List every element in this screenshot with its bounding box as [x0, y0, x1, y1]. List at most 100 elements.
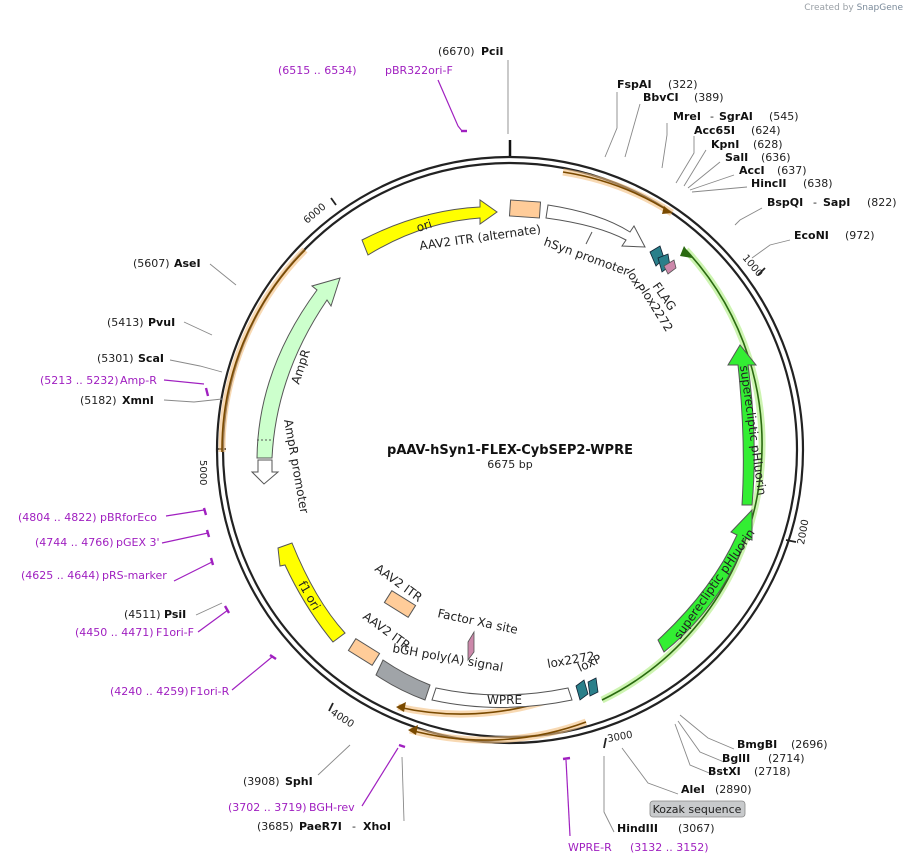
enzyme-pvui-pos: (5413) — [107, 316, 144, 329]
primer-leaders — [161, 79, 571, 837]
primer-pbr322ori-range: (6515 .. 6534) — [278, 64, 357, 77]
enzyme-sgrai-name: SgrAI — [719, 110, 753, 123]
enzyme-paer7i-sep: - — [352, 820, 356, 833]
primer-pbrforeco-name: pBRforEco — [100, 511, 157, 524]
flag-shape — [663, 259, 677, 275]
wpre-label: WPRE — [487, 693, 522, 707]
tick-2000: 2000 — [796, 519, 811, 546]
enzyme-bglii-name: BglII — [722, 752, 750, 765]
primer-f1orif-name: F1ori-F — [156, 626, 194, 639]
primer-prsmarker-name: pRS-marker — [102, 569, 167, 582]
enzyme-pvui-name: PvuI — [148, 316, 175, 329]
ori-arrow — [361, 199, 498, 256]
loxp-bot-shape — [587, 677, 599, 697]
enzyme-bstxi-pos: (2718) — [754, 765, 791, 778]
tick-5000: 5000 — [197, 460, 208, 485]
sep-arc — [600, 246, 766, 704]
kozak-badge[interactable] — [649, 800, 746, 818]
enzyme-sapi-name: SapI — [823, 196, 850, 209]
wpre-arrow — [431, 687, 573, 708]
plasmid-length: 6675 bp — [487, 458, 532, 471]
bgh-label: bGH poly(A) signal — [391, 641, 504, 674]
enzyme-bmgbi-name: BmgBI — [737, 738, 777, 751]
enzyme-acci-name: AccI — [739, 164, 765, 177]
enzyme-alei-pos: (2890) — [715, 783, 752, 796]
primer-ampr-range: (5213 .. 5232) — [40, 374, 119, 387]
enzyme-hindiii-pos: (3067) — [678, 822, 715, 835]
enzyme-hincii-name: HincII — [751, 177, 787, 190]
primer-wprer-name: WPRE-R — [568, 841, 612, 854]
enzyme-mrei-sep: - — [710, 110, 714, 123]
primer-f1orif-range: (4450 .. 4471) — [75, 626, 154, 639]
enzyme-bspqi-name: BspQI — [767, 196, 803, 209]
itr2-box — [347, 637, 381, 667]
sep2-arrow — [657, 508, 753, 653]
enzyme-mrei-pos: (545) — [769, 110, 799, 123]
itr-alt-label: AAV2 ITR (alternate) — [418, 222, 541, 253]
primer-wprer-range: (3132 .. 3152) — [630, 841, 709, 854]
snapgene-credit: Created by SnapGene — [804, 3, 903, 13]
enzyme-paer7i-pos: (3685) — [257, 820, 294, 833]
enzyme-xmni-pos: (5182) — [80, 394, 117, 407]
enzyme-bglii-pos: (2714) — [768, 752, 805, 765]
orf-arcs — [218, 168, 674, 744]
hsyn-label: hSyn promoter — [542, 235, 631, 279]
enzyme-sali-name: SalI — [725, 151, 748, 164]
enzyme-pcii-pos: (6670) — [438, 45, 475, 58]
enzyme-xmni-name: XmnI — [122, 394, 154, 407]
enzyme-acci-pos: (637) — [777, 164, 807, 177]
enzyme-asei-pos: (5607) — [133, 257, 170, 270]
primer-pgex3-range: (4744 .. 4766) — [35, 536, 114, 549]
enzyme-mrei-name: MreI — [673, 110, 701, 123]
enzyme-bbvci-pos: (389) — [694, 91, 724, 104]
primer-f1orir-name: F1ori-R — [190, 685, 230, 698]
enzyme-alei-name: AleI — [681, 783, 705, 796]
enzyme-scai-name: ScaI — [138, 352, 164, 365]
enzyme-kpni-name: KpnI — [711, 138, 739, 151]
snapgene-logo-text: SnapGene — [856, 3, 903, 13]
f1ori-label: f1 ori — [295, 579, 323, 613]
enzyme-hincii-pos: (638) — [803, 177, 833, 190]
enzyme-kpni-pos: (628) — [753, 138, 783, 151]
enzyme-sphi-pos: (3908) — [243, 775, 280, 788]
enzyme-bmgbi-pos: (2696) — [791, 738, 828, 751]
enzyme-asei-name: AseI — [174, 257, 201, 270]
primer-f1orir-range: (4240 .. 4259) — [110, 685, 189, 698]
factorxa-shape — [467, 630, 475, 662]
primer-ampr-name: Amp-R — [120, 374, 157, 387]
factorxa-label: Factor Xa site — [436, 606, 519, 637]
tick-4000: 4000 — [328, 707, 355, 730]
enzyme-xhoi-name: XhoI — [363, 820, 391, 833]
enzyme-fspai-name: FspAI — [617, 78, 652, 91]
backbone-outer — [215, 155, 805, 745]
f1ori-arrow — [277, 542, 346, 643]
primer-pgex3-name: pGEX 3' — [116, 536, 160, 549]
hsyn-arrow — [545, 204, 646, 248]
tick-1000: 1000 — [740, 253, 765, 280]
primer-bghrev-name: BGH-rev — [309, 801, 355, 814]
bgh-box — [375, 659, 431, 701]
ampr-prom-label: AmpR promoter — [281, 418, 311, 514]
enzyme-leaders — [163, 60, 791, 833]
ampr-prom-arrow — [250, 459, 280, 485]
tick-3000: 3000 — [607, 730, 634, 745]
enzyme-sphi-name: SphI — [285, 775, 313, 788]
enzyme-psii-name: PsiI — [164, 608, 186, 621]
enzyme-acc65i-name: Acc65I — [694, 124, 735, 137]
enzyme-fspai-pos: (322) — [668, 78, 698, 91]
ori-label: ori — [415, 217, 434, 235]
enzyme-hindiii-name: HindIII — [617, 822, 658, 835]
plasmid-name: pAAV-hSyn1-FLEX-CybSEP2-WPRE — [387, 443, 633, 458]
enzyme-sali-pos: (636) — [761, 151, 791, 164]
enzyme-acc65i-pos: (624) — [751, 124, 781, 137]
enzyme-scai-pos: (5301) — [97, 352, 134, 365]
enzyme-bspqi-sep: - — [813, 196, 817, 209]
enzyme-bstxi-name: BstXI — [708, 765, 741, 778]
enzyme-pcii-name: PciI — [481, 45, 503, 58]
primer-bghrev-range: (3702 .. 3719) — [228, 801, 307, 814]
enzyme-labels: (6670) PciI FspAI (322) BbvCI (389) MreI… — [80, 45, 897, 835]
lox2272-bot-shape — [575, 679, 589, 701]
enzyme-paer7i-name: PaeR7I — [299, 820, 342, 833]
primer-pbrforeco-range: (4804 .. 4822) — [18, 511, 97, 524]
